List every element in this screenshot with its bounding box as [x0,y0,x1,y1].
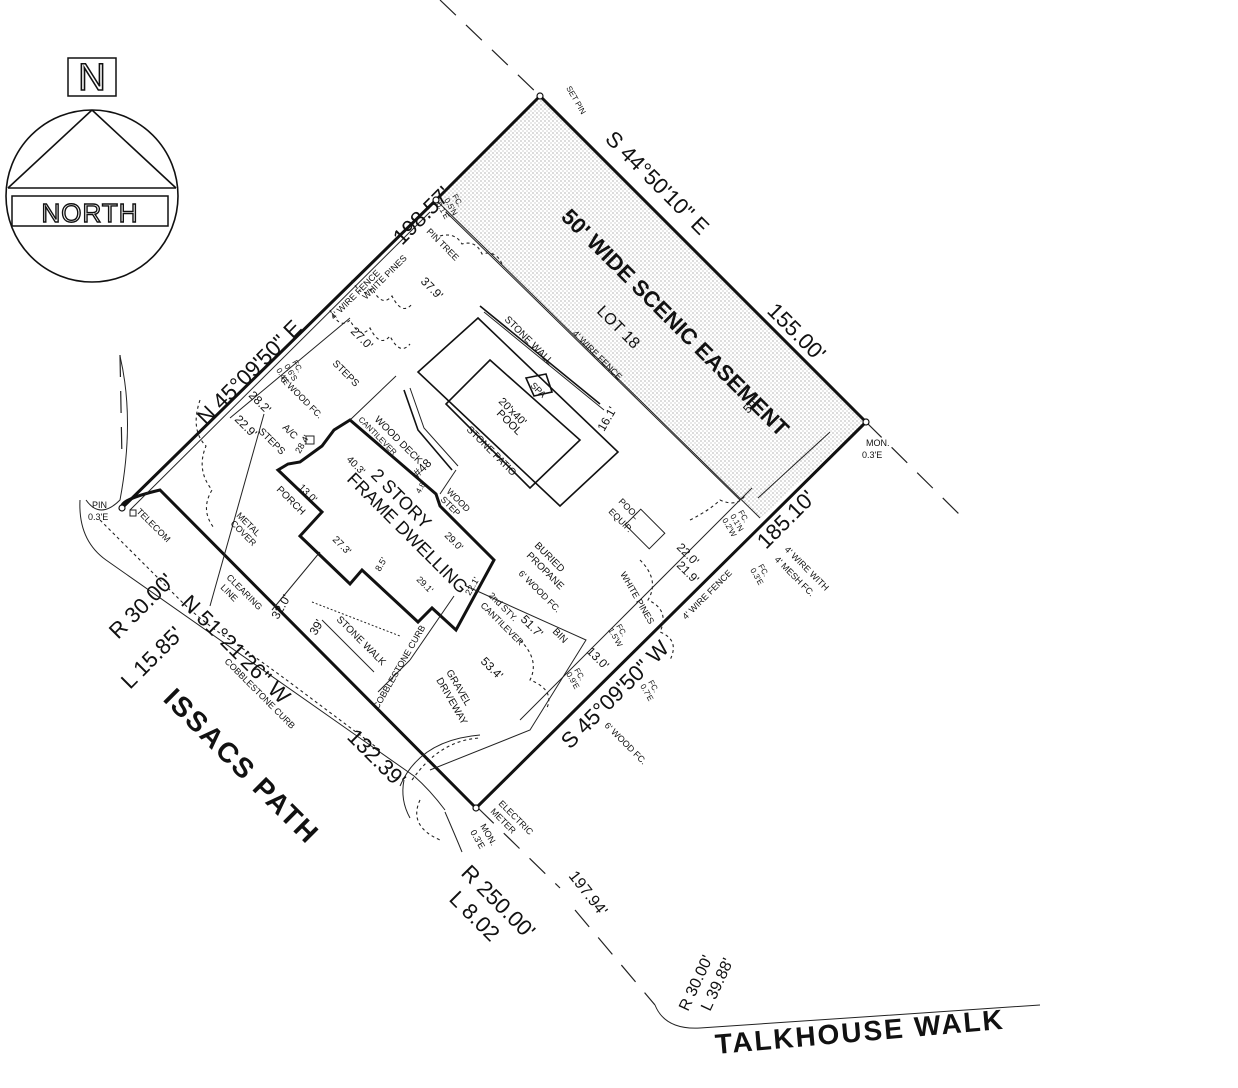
white-pines-label-se: WHITE PINES [618,570,656,626]
north-label: NORTH [42,198,139,228]
scenic-easement-area [436,96,866,518]
dim-22-9: 22.9' [232,412,260,440]
dim-39: 39' [306,617,326,638]
mon-east-offset: 0.3'E [862,450,882,460]
easement-inner-line [435,199,761,519]
ac-label: A/C [280,422,300,442]
dim-29-1: 29.1' [415,574,436,595]
street-talkhouse-walk: TALKHOUSE WALK [714,1004,1006,1060]
dim-32-0: 32.0' [268,592,293,621]
bin-label: BIN [550,626,570,646]
stone-patio-label: STONE PATIO [464,424,518,478]
mon-east-label: MON. [866,438,890,448]
dim-53-4: 53.4' [478,654,506,682]
driveway-walk [209,413,587,771]
dim-4-8: 4.8' [414,479,428,495]
telecom-box [129,509,137,517]
wood-fc-label-se: 6' WOOD FC. [603,720,649,766]
pin-west-label: PIN [92,500,107,510]
pool-equipment-pad [624,508,666,550]
pin-tree-label: PIN TREE [425,226,461,262]
ac-unit [305,435,315,445]
stone-wall [479,305,601,405]
north-arrow: N NORTH [5,56,179,283]
telecom-label: TELECOM [135,506,173,544]
property-boundary [118,92,870,812]
set-pin-label: SET PIN [564,85,587,117]
dim-16-1: 16.1' [594,404,619,433]
pool-area [349,305,620,508]
pin-west-offset: 0.3'E [88,512,108,522]
stone-patio [416,316,620,508]
street-issacs-path: ISSACS PATH [158,682,326,850]
spa [524,373,554,397]
stone-wall-label: STONE WALL [502,314,555,367]
dim-29-0: 29.0' [442,530,465,553]
pool [444,358,582,490]
dim-28-2: 28.2' [246,388,274,416]
dim-37-9: 37.9' [418,274,446,302]
distance-talkhouse-frontage: 197.94' [565,868,610,919]
dim-8-5: 8.5' [373,555,389,573]
dim-27-3: 27.3' [330,534,353,557]
extension-lines [119,0,966,1006]
fence-lines [129,211,831,721]
dim-27-0: 27.0' [348,324,376,352]
steps-label-nw: STEPS [330,358,361,389]
house-footprint [275,418,496,633]
stone-walk-label: STONE WALK [334,614,388,668]
dim-13-0b: 13.0' [584,644,612,672]
north-letter: N [78,57,105,99]
road-edges [79,355,1041,1029]
tree-lines [99,234,747,841]
